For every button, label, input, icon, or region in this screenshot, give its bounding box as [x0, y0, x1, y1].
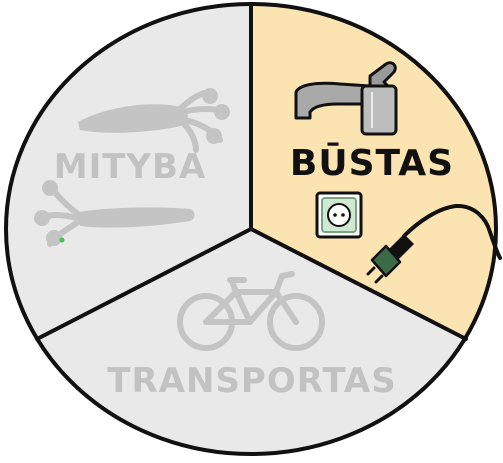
segment-mityba[interactable]: MITYBA: [5, 3, 251, 340]
pie-outline: [4, 2, 498, 456]
segment-mityba-fill: [5, 3, 251, 340]
segment-bustas[interactable]: BŪSTAS: [251, 3, 502, 339]
bicycle-icon: [177, 271, 325, 351]
power-socket-icon: [315, 191, 363, 239]
segment-transportas-label: TRANSPORTAS: [107, 361, 396, 401]
faucet-icon: [294, 61, 398, 136]
carrot-icon: [78, 88, 230, 153]
carrot-icon: [34, 180, 195, 247]
segment-mityba-label: MITYBA: [54, 147, 207, 187]
segment-bustas-label: BŪSTAS: [290, 142, 454, 184]
